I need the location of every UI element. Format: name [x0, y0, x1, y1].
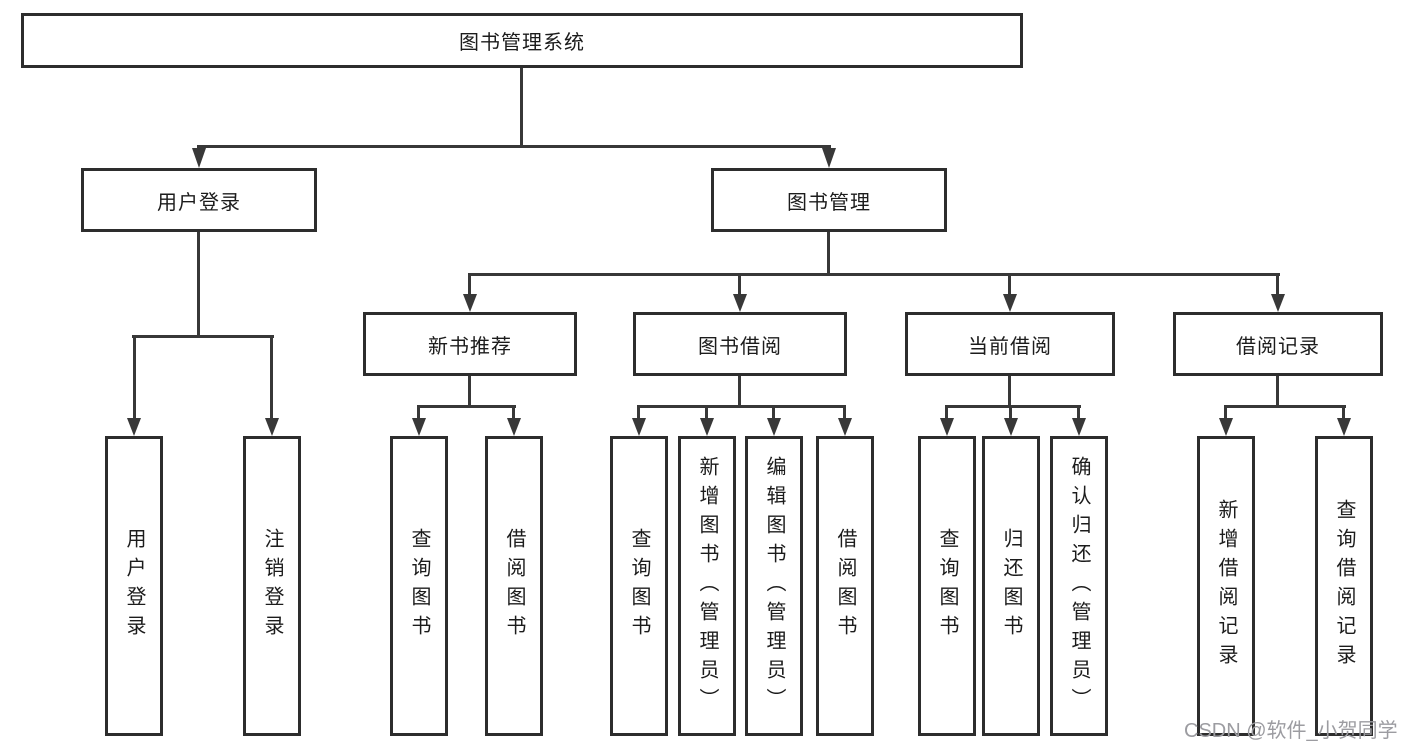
arrowhead-icon — [507, 418, 521, 436]
node-current-borrow: 当前借阅 — [905, 312, 1115, 376]
connector-drop — [417, 408, 420, 422]
node-label: 借阅记录 — [1236, 335, 1320, 358]
leaf-edit-book-admin: 编辑图书（管理员） — [745, 436, 803, 736]
connector-root-stem — [520, 68, 523, 148]
leaf-return-book: 归还图书 — [982, 436, 1040, 736]
csdn-watermark: CSDN @软件_小贺同学 — [1184, 720, 1398, 742]
arrowhead-icon — [412, 418, 426, 436]
leaf-query-book-1: 查询图书 — [390, 436, 448, 736]
connector-drop — [1276, 276, 1279, 296]
connector-drop — [637, 408, 640, 422]
leaf-borrow-book-1: 借阅图书 — [485, 436, 543, 736]
connector-book-borrow-stem — [738, 376, 741, 408]
node-label: 借阅图书 — [503, 528, 525, 644]
arrowhead-icon — [700, 418, 714, 436]
connector-drop — [1008, 276, 1011, 296]
node-label: 查询图书 — [936, 528, 958, 644]
connector-level1-branch — [197, 145, 831, 148]
leaf-query-book-3: 查询图书 — [918, 436, 976, 736]
node-new-book-recommend: 新书推荐 — [363, 312, 577, 376]
connector-current-borrow-branch — [945, 405, 1081, 408]
arrowhead-icon — [822, 148, 836, 168]
node-label: 查询图书 — [408, 528, 430, 644]
arrowhead-icon — [1072, 418, 1086, 436]
connector-current-borrow-stem — [1008, 376, 1011, 408]
node-label: 用户登录 — [123, 528, 145, 644]
connector-drop — [705, 408, 708, 422]
node-label: 查询图书 — [628, 528, 650, 644]
connector-book-borrow-branch — [637, 405, 846, 408]
node-borrow-records: 借阅记录 — [1173, 312, 1383, 376]
node-label: 图书管理 — [787, 191, 871, 214]
arrowhead-icon — [1219, 418, 1233, 436]
node-book-borrow: 图书借阅 — [633, 312, 847, 376]
leaf-add-borrow-record: 新增借阅记录 — [1197, 436, 1255, 736]
node-label: 用户登录 — [157, 191, 241, 214]
arrowhead-icon — [127, 418, 141, 436]
arrowhead-icon — [265, 418, 279, 436]
connector-drop — [1224, 408, 1227, 422]
node-label: 归还图书 — [1000, 528, 1022, 644]
node-root-system: 图书管理系统 — [21, 13, 1023, 68]
connector-new-book-stem — [468, 376, 471, 408]
arrowhead-icon — [1004, 418, 1018, 436]
connector-new-book-branch — [417, 405, 516, 408]
connector-borrow-record-stem — [1276, 376, 1279, 408]
node-label: 借阅图书 — [834, 528, 856, 644]
connector-user-login-branch — [132, 335, 274, 338]
arrowhead-icon — [192, 148, 206, 168]
leaf-logout: 注销登录 — [243, 436, 301, 736]
arrowhead-icon — [767, 418, 781, 436]
arrowhead-icon — [1003, 294, 1017, 312]
connector-drop — [133, 336, 136, 420]
arrowhead-icon — [940, 418, 954, 436]
node-label: 新书推荐 — [428, 335, 512, 358]
connector-drop — [512, 408, 515, 422]
connector-drop — [738, 276, 741, 296]
connector-user-login-stem — [197, 232, 200, 338]
node-user-login: 用户登录 — [81, 168, 317, 232]
node-label: 图书管理系统 — [459, 32, 585, 54]
connector-level2-branch — [468, 273, 1280, 276]
arrowhead-icon — [463, 294, 477, 312]
node-label: 查询借阅记录 — [1333, 499, 1355, 673]
leaf-user-login: 用户登录 — [105, 436, 163, 736]
connector-drop — [945, 408, 948, 422]
connector-drop — [468, 276, 471, 296]
node-label: 图书借阅 — [698, 335, 782, 358]
node-label: 编辑图书（管理员） — [763, 455, 785, 717]
node-book-management: 图书管理 — [711, 168, 947, 232]
leaf-add-book-admin: 新增图书（管理员） — [678, 436, 736, 736]
leaf-query-book-2: 查询图书 — [610, 436, 668, 736]
connector-drop — [772, 408, 775, 422]
node-label: 当前借阅 — [968, 335, 1052, 358]
arrowhead-icon — [1337, 418, 1351, 436]
connector-borrow-record-branch — [1224, 405, 1346, 408]
connector-book-mgmt-stem — [827, 232, 830, 276]
connector-drop — [1077, 408, 1080, 422]
arrowhead-icon — [1271, 294, 1285, 312]
leaf-borrow-book-2: 借阅图书 — [816, 436, 874, 736]
connector-drop — [1342, 408, 1345, 422]
connector-drop — [843, 408, 846, 422]
connector-drop — [1009, 408, 1012, 422]
leaf-confirm-return-admin: 确认归还（管理员） — [1050, 436, 1108, 736]
node-label: 新增借阅记录 — [1215, 499, 1237, 673]
node-label: 注销登录 — [261, 528, 283, 644]
connector-drop — [270, 336, 273, 420]
arrowhead-icon — [838, 418, 852, 436]
leaf-query-borrow-record: 查询借阅记录 — [1315, 436, 1373, 736]
arrowhead-icon — [733, 294, 747, 312]
node-label: 新增图书（管理员） — [696, 455, 718, 717]
node-label: 确认归还（管理员） — [1068, 455, 1090, 717]
arrowhead-icon — [632, 418, 646, 436]
